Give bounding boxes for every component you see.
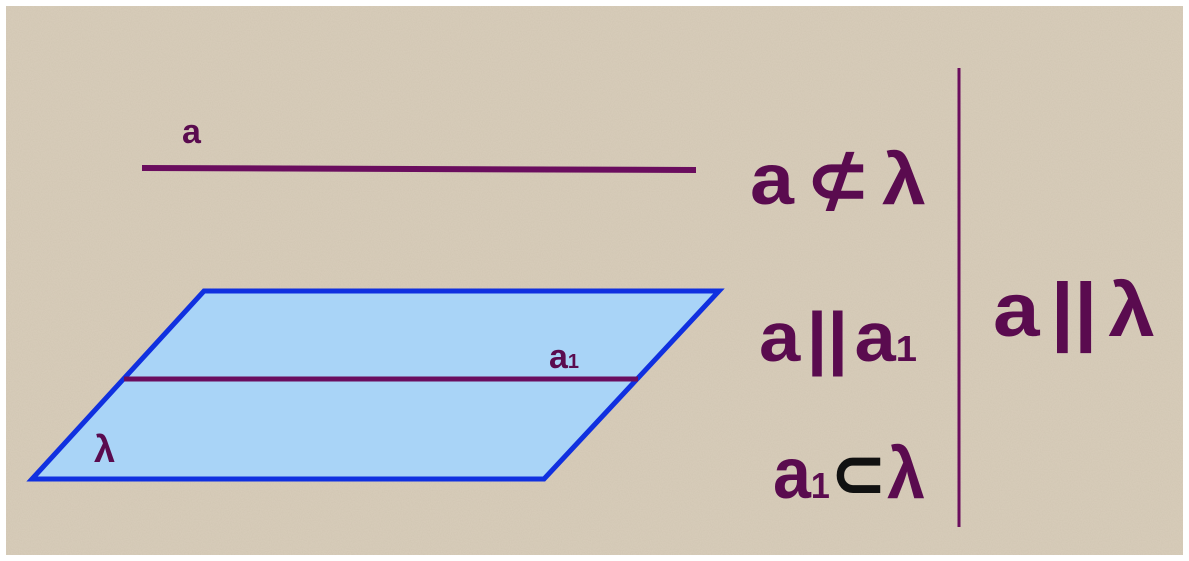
line-a1-label-subscript: 1 [568, 351, 579, 373]
plane-lambda-label: λ [94, 429, 115, 471]
condition-not-subset-left: a [750, 140, 795, 220]
condition-parallel-right-subscript: 1 [896, 328, 917, 369]
plane-lambda [26, 288, 725, 482]
condition-parallel-left: a [759, 298, 801, 376]
line-a-label: a [182, 113, 202, 151]
condition-parallel-right-base: a [855, 298, 897, 376]
conclusion-left: a [993, 268, 1040, 353]
conclusion-parallel-symbol: || [1051, 268, 1098, 354]
condition-subset: a1⊂λ [773, 434, 925, 514]
condition-subset-right: λ [887, 434, 925, 514]
parallel-symbol: || [807, 298, 849, 377]
condition-not-subset: a⊄λ [750, 140, 926, 220]
condition-subset-left-base: a [773, 434, 812, 514]
subset-symbol: ⊂ [830, 434, 887, 514]
conclusion-right: λ [1108, 268, 1155, 353]
condition-not-subset-right: λ [882, 140, 926, 220]
conclusion-parallel: a||λ [993, 268, 1155, 354]
diagram-canvas: a a1 λ a⊄λ a||a1 a1⊂λ a||λ [6, 6, 1183, 555]
condition-parallel-lines: a||a1 [759, 298, 917, 377]
line-plane-parallel-diagram: a a1 λ a⊄λ a||a1 a1⊂λ a||λ [6, 6, 1183, 555]
condition-subset-left-subscript: 1 [811, 465, 830, 506]
line-a [141, 165, 697, 173]
line-a1-label: a1 [549, 338, 579, 376]
not-subset-symbol: ⊄ [805, 140, 871, 220]
line-a1-label-base: a [549, 338, 569, 376]
